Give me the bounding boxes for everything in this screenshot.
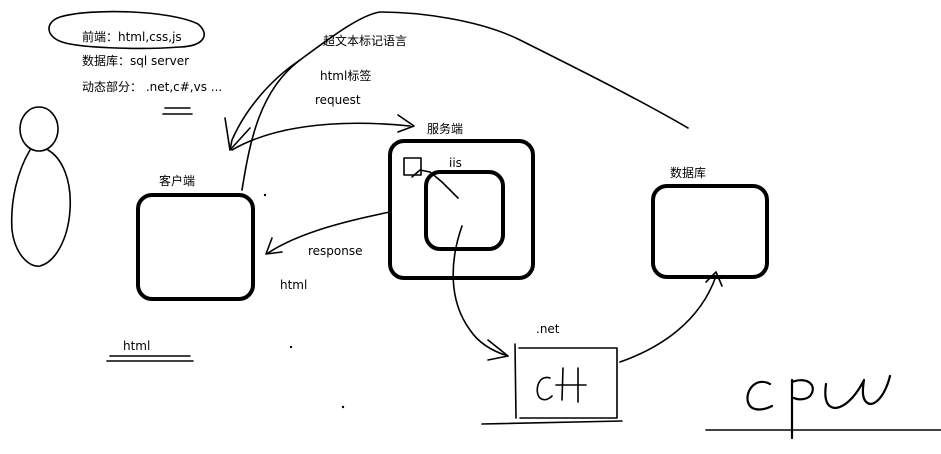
csharp-box — [514, 343, 618, 419]
label-client: 客户端 — [159, 174, 196, 188]
iis-to-csharp-head — [487, 339, 509, 361]
note-dynamic: 动态部分： .net,c#,vs ... — [82, 80, 223, 94]
label-hypertext: 超文本标记语言 — [323, 34, 408, 48]
cpu-letter-u — [824, 374, 892, 410]
csharp-bottom-line — [481, 420, 623, 425]
database-box — [651, 184, 769, 279]
person-head — [19, 106, 59, 152]
label-html-bottom: html — [123, 339, 151, 353]
csharp-letter-c — [536, 376, 553, 401]
iis-to-csharp-curve — [452, 225, 509, 357]
note-frontend: 前端：html,css,js — [82, 30, 182, 44]
label-database: 数据库 — [670, 166, 707, 180]
label-request: request — [315, 93, 361, 107]
top-curve-line — [241, 11, 689, 191]
cpu-letter-c — [746, 380, 774, 411]
hook-arrow-head — [224, 117, 251, 151]
request-arrow-head — [397, 114, 415, 133]
hook-arrow-curve — [229, 59, 301, 151]
request-arrow-curve — [231, 122, 411, 151]
person-body — [10, 149, 72, 267]
response-arrow-head — [265, 237, 283, 255]
server-outer-box — [388, 139, 535, 280]
iis-small-square — [403, 157, 422, 176]
label-iis: iis — [449, 156, 462, 170]
label-response: response — [308, 244, 363, 258]
label-html-tag: html标签 — [320, 69, 372, 83]
frontend-oval — [48, 10, 205, 50]
client-box — [136, 193, 255, 301]
cpu-letter-p — [790, 378, 814, 440]
csharp-hash-v1 — [561, 367, 564, 401]
label-html-response: html — [280, 278, 308, 292]
note-database: 数据库：sql server — [82, 54, 190, 68]
stray-dot — [263, 193, 267, 197]
label-server: 服务端 — [427, 122, 464, 136]
csharp-to-db-curve — [619, 275, 717, 363]
label-dotnet: .net — [536, 322, 560, 336]
response-arrow-curve — [267, 211, 391, 254]
iis-tick-mark — [411, 169, 459, 199]
server-inner-box — [424, 170, 505, 251]
stray-dot — [341, 405, 345, 409]
stray-dot — [289, 345, 293, 349]
